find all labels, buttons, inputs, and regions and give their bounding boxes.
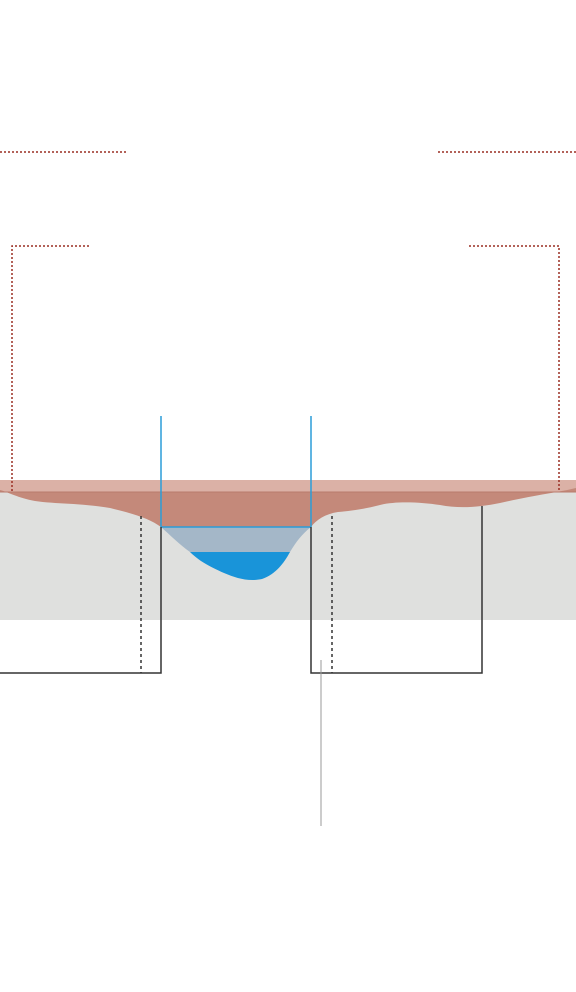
left-structure-line [0, 527, 162, 674]
floodplain-band [0, 480, 576, 492]
lower-boundary-right [469, 245, 560, 492]
channel-high-water [161, 527, 311, 552]
right-structure-line [310, 506, 483, 674]
lower-boundary-left [11, 245, 89, 492]
channel-low-water [190, 552, 290, 581]
floodplain-soil [0, 488, 576, 527]
